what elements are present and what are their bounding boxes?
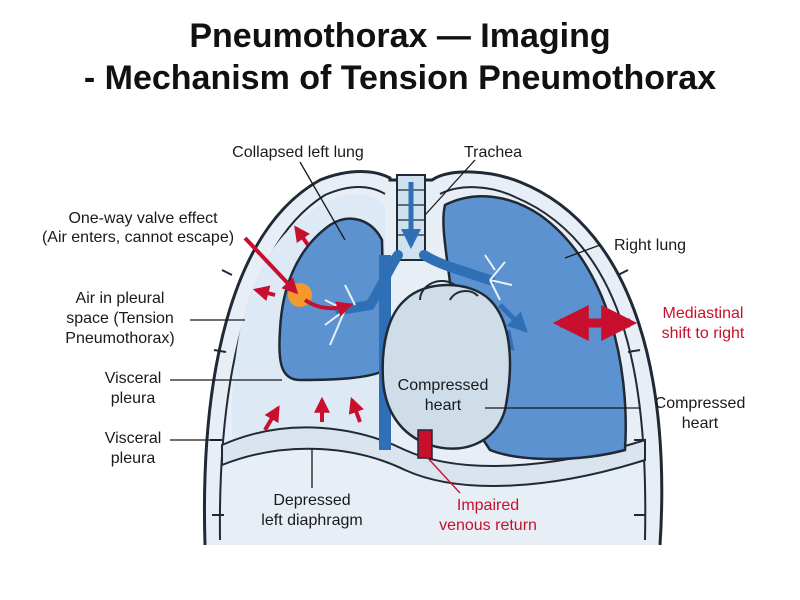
label-mediastinal-line1: Mediastinal: [663, 305, 744, 322]
right-lung-flow-arrow-1: [498, 303, 528, 333]
label-compressed-heart-center-line2: heart: [425, 397, 462, 414]
leader-venous-return: [424, 454, 461, 494]
title-line-2: - Mechanism of Tension Pneumothorax: [83, 59, 717, 97]
heart-great-vessels: [419, 280, 479, 301]
valve-into-lung-arrow: [303, 298, 354, 317]
right-bronchus: [419, 250, 495, 285]
label-compressed-heart-right-line1: Compressed: [655, 395, 746, 412]
label-visceral-pleura-1-line1: Visceral: [105, 370, 162, 387]
pressure-arrow-2: [252, 285, 276, 301]
leader-right-lung: [564, 244, 601, 259]
label-depressed-diaphragm-line1: Depressed: [273, 492, 350, 509]
valve-entry-arrow: [243, 236, 299, 295]
compressed-heart: [381, 283, 512, 450]
title-line-1: Pneumothorax — Imaging: [189, 17, 611, 55]
left-lung-branches: [324, 284, 356, 346]
label-air-pleural-line1: Air in pleural: [76, 290, 165, 307]
leader-collapsed-lung: [299, 161, 346, 241]
label-mediastinal-line2: shift to right: [662, 325, 745, 342]
label-impaired-venous-line1: Impaired: [457, 497, 519, 514]
label-collapsed-left-lung: Collapsed left lung: [232, 144, 364, 161]
diaphragm: [221, 426, 646, 488]
label-visceral-pleura-2-line2: pleura: [111, 450, 156, 467]
label-impaired-venous-line2: venous return: [439, 517, 537, 534]
pressure-arrow-5: [348, 396, 364, 423]
leader-trachea: [424, 159, 476, 216]
label-visceral-pleura-2-line1: Visceral: [105, 430, 162, 447]
label-visceral-pleura-1-line2: pleura: [111, 390, 156, 407]
label-one-way-valve-line2: (Air enters, cannot escape): [42, 229, 234, 246]
vena-cava: [417, 429, 433, 459]
label-air-pleural-line3: Pneumothorax): [65, 330, 174, 347]
label-compressed-heart-right-line2: heart: [682, 415, 719, 432]
label-compressed-heart-center-line1: Compressed: [398, 377, 489, 394]
right-lung-branches: [484, 254, 513, 301]
label-depressed-diaphragm-line2: left diaphragm: [261, 512, 362, 529]
label-air-pleural-line2: space (Tension: [66, 310, 174, 327]
label-one-way-valve-line1: One-way valve effect: [68, 210, 218, 227]
label-trachea: Trachea: [464, 144, 522, 161]
label-right-lung: Right lung: [614, 237, 686, 254]
pressure-arrow-1: [294, 225, 310, 247]
pressure-arrow-3: [263, 405, 280, 432]
